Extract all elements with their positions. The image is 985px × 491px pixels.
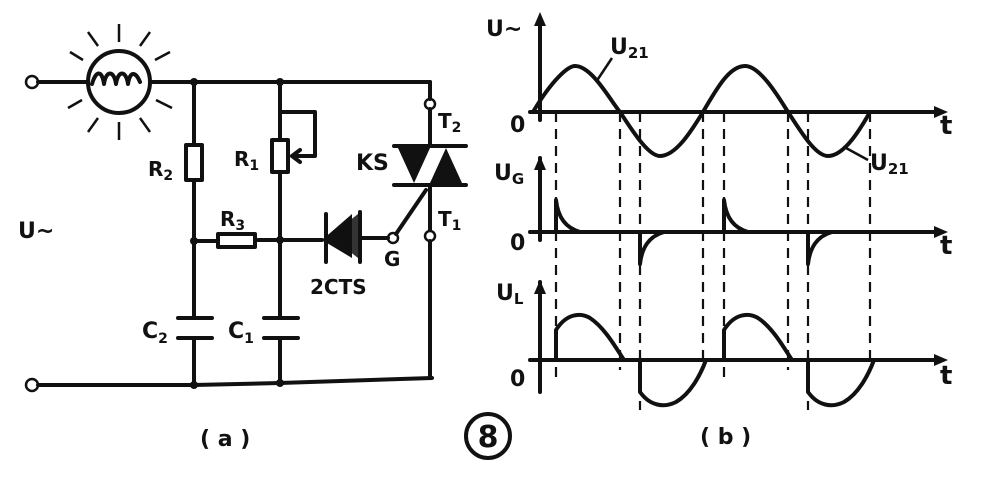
time-label-3: t [940, 361, 952, 391]
lamp-icon [67, 24, 173, 140]
label-r1: R1 [234, 147, 259, 174]
label-c2: C2 [142, 319, 168, 347]
time-label-2: t [940, 231, 952, 261]
label-source-voltage: U~ [18, 219, 54, 244]
capacitor-c1 [262, 316, 300, 340]
label-t2: T2 [438, 109, 461, 136]
resistor-r2 [184, 143, 204, 182]
caption-a: ( a ) [200, 427, 250, 452]
label-gate: G [384, 247, 400, 271]
label-triac-ks: KS [356, 151, 389, 176]
curve-label-u21-bottom: U21 [870, 151, 909, 178]
label-t1: T1 [438, 207, 461, 234]
resistor-r3 [216, 232, 257, 249]
label-c1: C1 [228, 319, 254, 347]
axis-label-ug: UG [494, 161, 524, 188]
dashed-guides [554, 112, 872, 410]
zero-label-2: 0 [510, 231, 525, 256]
figure-number: 8 [478, 420, 499, 455]
label-diac-2cts: 2CTS [310, 275, 367, 299]
axis-label-ul: UL [496, 281, 524, 308]
load-voltage-segments [554, 312, 876, 408]
axis-label-u: U~ [486, 17, 522, 42]
waveform-diagram: U~ UG UL U21 U21 0 0 0 t t t ( b ) [486, 12, 952, 450]
curve-label-u21-top: U21 [610, 35, 649, 62]
label-r3: R3 [220, 207, 245, 234]
r1-c1-branch [262, 78, 317, 387]
figure-number-badge: 8 [464, 412, 512, 460]
potentiometer-wiper [278, 110, 317, 164]
capacitor-c2 [176, 316, 214, 340]
circuit-diagram: R2 R1 R3 C2 C1 KS T2 T1 G 2CTS U~ ( a ) [18, 24, 468, 452]
triac-ks [392, 80, 468, 380]
caption-b: ( b ) [700, 425, 751, 450]
resistor-r3-branch [192, 232, 324, 249]
label-r2: R2 [148, 157, 173, 184]
bottom-wire [36, 376, 434, 387]
r2-c2-branch [176, 78, 214, 389]
zero-label-1: 0 [510, 113, 525, 138]
zero-label-3: 0 [510, 367, 525, 392]
gate-terminal [386, 231, 400, 245]
resistor-r1 [270, 138, 290, 174]
time-label-1: t [940, 111, 952, 141]
diac-2cts [322, 210, 390, 264]
